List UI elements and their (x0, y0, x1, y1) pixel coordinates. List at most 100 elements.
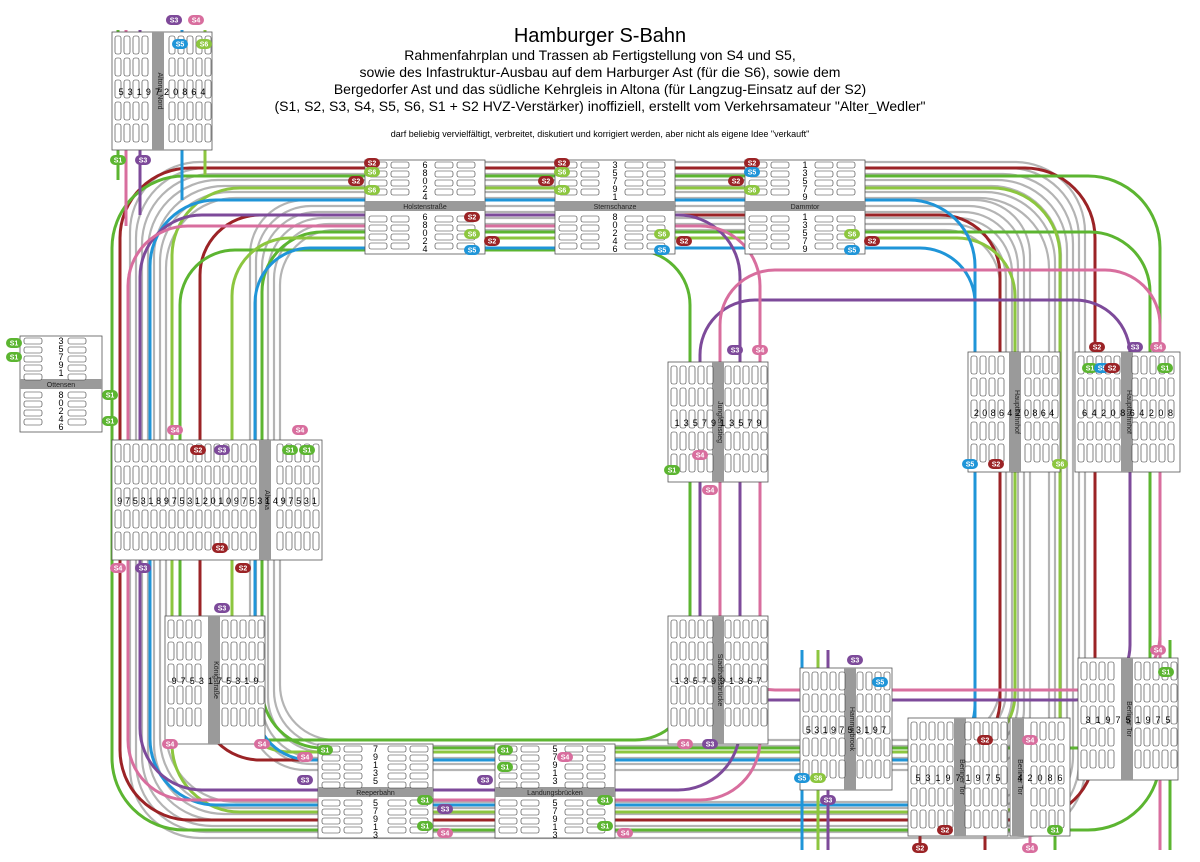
train-car (679, 619, 687, 639)
train-car (1048, 743, 1056, 763)
train-car (997, 399, 1005, 419)
train-car (248, 641, 256, 661)
train-car (910, 765, 918, 785)
line-badge-s2: S2 (744, 158, 760, 168)
line-badge-s5: S5 (844, 245, 860, 255)
berliner_tor_a-track-number: 1 (965, 773, 970, 783)
ottensen-top-track-number: 7 (58, 352, 63, 362)
line-badge-label: S6 (200, 42, 209, 49)
train-car (434, 170, 454, 178)
line-badge-label: S1 (286, 448, 295, 455)
altona_nord-track-number: 0 (173, 87, 178, 97)
train-car (1143, 705, 1151, 725)
line-badge-label: S4 (621, 831, 630, 838)
berliner_tor_b-track-number: 0 (1037, 773, 1042, 783)
train-car (368, 224, 388, 232)
reeperbahn-bottom-track-number: 3 (373, 830, 378, 840)
train-car (1143, 749, 1151, 769)
line-badge-pill (282, 445, 298, 455)
train-car (679, 707, 687, 727)
train-car (67, 355, 87, 363)
berliner_tor_b-track-number: 4 (1017, 773, 1022, 783)
line-badge-pill (538, 176, 554, 186)
berliner_tor_a-track-number: 5 (995, 773, 1000, 783)
train-car (285, 509, 293, 529)
train-car (1131, 399, 1139, 419)
train-car (1140, 443, 1148, 463)
line-badge-s2: S2 (977, 735, 993, 745)
altona-track-number: 3 (141, 496, 146, 506)
line-badge-label: S4 (258, 742, 267, 749)
train-car (1086, 377, 1094, 397)
train-car (1039, 765, 1047, 785)
train-car (141, 123, 149, 143)
hauptbahnhof_a-track-number: 0 (982, 408, 987, 418)
train-car (946, 743, 954, 763)
train-car (580, 188, 600, 196)
train-car (558, 242, 578, 250)
train-car (910, 743, 918, 763)
line-badge-pill (162, 739, 178, 749)
train-car (1098, 661, 1106, 681)
train-car (1048, 765, 1056, 785)
line-badge-s4: S4 (692, 450, 708, 460)
train-car (123, 465, 131, 485)
train-car (123, 443, 131, 463)
train-car (751, 431, 759, 451)
hauptbahnhof_a-track-number: 6 (999, 408, 1004, 418)
train-car (1098, 749, 1106, 769)
train-car (194, 619, 202, 639)
train-car (1107, 683, 1115, 703)
train-car (123, 123, 131, 143)
dammtor-bottom-track-number: 5 (802, 228, 807, 238)
train-car (1113, 399, 1121, 419)
train-car (321, 754, 341, 762)
holstenstrasse-bottom-track-number: 8 (422, 220, 427, 230)
train-car (1158, 443, 1166, 463)
line-badge-s1: S1 (597, 795, 613, 805)
train-car (1000, 743, 1008, 763)
hammerbrook-track-number: 3 (814, 725, 819, 735)
train-car (498, 808, 518, 816)
line-badge-s1: S1 (497, 745, 513, 755)
platform-strip (152, 32, 164, 150)
altona-track-number: 9 (281, 496, 286, 506)
line-badge-label: S2 (680, 239, 689, 246)
line-badge-pill (437, 804, 453, 814)
train-car (688, 707, 696, 727)
train-car (697, 409, 705, 429)
train-car (194, 685, 202, 705)
stadthausbruecke-track-number: 3 (738, 676, 743, 686)
train-car (186, 79, 194, 99)
train-car (368, 242, 388, 250)
line-badge-label: S1 (10, 341, 19, 348)
train-car (177, 509, 185, 529)
train-car (434, 233, 454, 241)
train-car (167, 663, 175, 683)
line-badge-s2: S2 (212, 543, 228, 553)
train-car (185, 663, 193, 683)
line-badge-s2: S2 (554, 158, 570, 168)
altona-track-number: 1 (148, 496, 153, 506)
train-car (195, 79, 203, 99)
line-badge-label: S2 (981, 738, 990, 745)
train-car (1039, 787, 1047, 807)
train-car (186, 509, 194, 529)
line-badge-pill (417, 795, 433, 805)
line-badge-pill (744, 158, 760, 168)
train-car (498, 781, 518, 789)
station-name: Holstenstraße (403, 204, 447, 211)
train-car (177, 487, 185, 507)
train-car (838, 759, 846, 779)
station-name: Königstraße (212, 661, 219, 699)
line-badge-pill (597, 821, 613, 831)
train-car (1113, 443, 1121, 463)
train-car (343, 781, 363, 789)
train-car (979, 443, 987, 463)
train-car (141, 487, 149, 507)
landungsbruecken-bottom-track-number: 7 (552, 806, 557, 816)
line-badge-label: S5 (848, 248, 857, 255)
train-car (1104, 421, 1112, 441)
